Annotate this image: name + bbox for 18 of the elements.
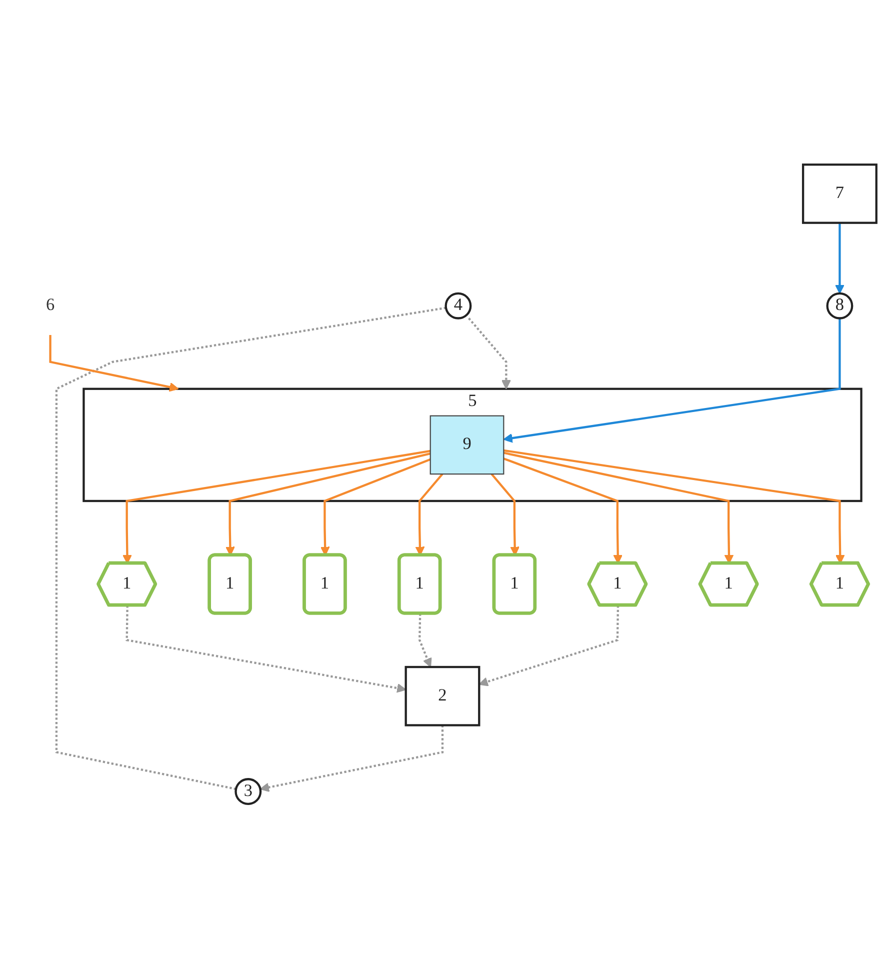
arrow <box>49 334 179 392</box>
node-circle <box>826 292 854 320</box>
arrow <box>418 614 432 668</box>
node-box <box>404 666 480 726</box>
arrow <box>503 318 841 443</box>
cluster <box>82 388 862 502</box>
node-box <box>430 415 504 475</box>
arrow <box>260 725 444 792</box>
process-diagram: 5 6 9 4 3 2 7 8 1 1 1 1 1 1 1 1 <box>5 156 885 814</box>
node-text: 6 <box>46 296 55 314</box>
node-circle <box>234 778 262 805</box>
node-circle <box>444 292 472 320</box>
node-box <box>802 164 878 224</box>
arrow <box>834 222 844 294</box>
arrow <box>468 318 511 390</box>
arrow <box>126 606 406 693</box>
arrow <box>478 606 620 686</box>
connector <box>55 306 446 790</box>
